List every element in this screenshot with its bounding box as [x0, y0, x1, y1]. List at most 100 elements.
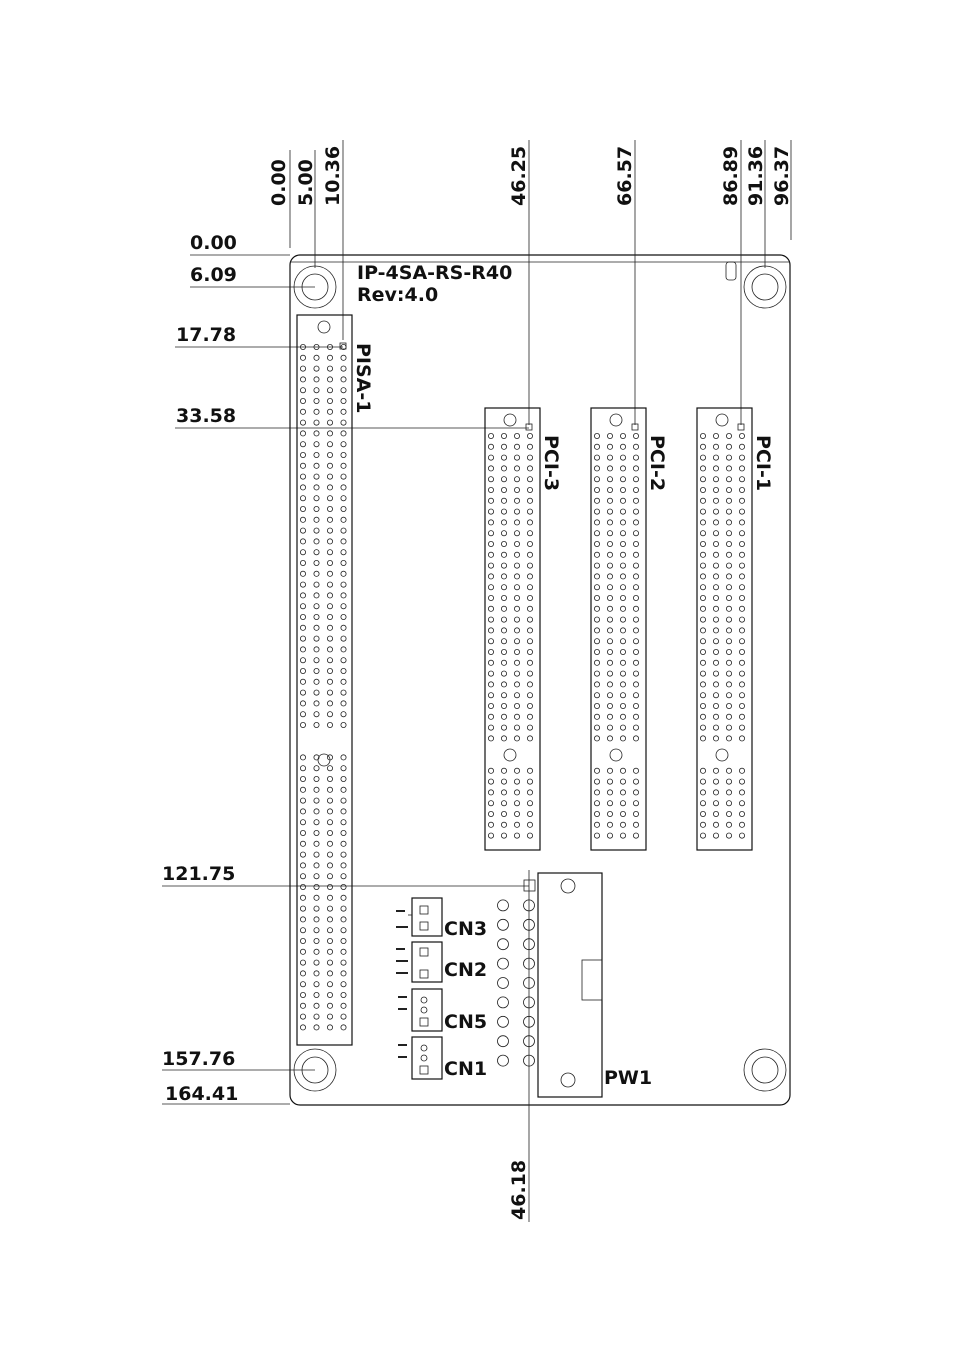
- pin: [313, 894, 320, 901]
- pin: [514, 616, 521, 623]
- pin: [700, 497, 707, 504]
- pin: [700, 476, 707, 483]
- pin: [527, 649, 534, 656]
- pin: [299, 840, 306, 847]
- pin: [313, 1024, 320, 1031]
- pin: [607, 443, 614, 450]
- pin: [514, 713, 521, 720]
- pin: [326, 408, 333, 415]
- pin: [739, 454, 746, 461]
- pin: [633, 541, 640, 548]
- pin: [607, 497, 614, 504]
- pin: [739, 659, 746, 666]
- pin: [326, 819, 333, 826]
- pin: [340, 516, 347, 523]
- pin: [299, 884, 306, 891]
- pin: [313, 419, 320, 426]
- pin: [713, 541, 720, 548]
- pin: [326, 711, 333, 718]
- pin: [487, 573, 494, 580]
- pin: [620, 454, 627, 461]
- pin: [700, 789, 707, 796]
- top-dim-5: 86.89: [720, 146, 742, 206]
- pin: [726, 584, 733, 591]
- pin: [713, 508, 720, 515]
- pin: [633, 832, 640, 839]
- pin: [340, 614, 347, 621]
- pin: [299, 570, 306, 577]
- pin: [620, 486, 627, 493]
- pin: [340, 419, 347, 426]
- pin: [726, 508, 733, 515]
- pin: [500, 454, 507, 461]
- pin: [340, 560, 347, 567]
- pin: [514, 562, 521, 569]
- pin: [340, 819, 347, 826]
- pin: [713, 551, 720, 558]
- pin: [340, 905, 347, 912]
- pin: [487, 638, 494, 645]
- pin: [607, 605, 614, 612]
- pin: [299, 538, 306, 545]
- pin: [326, 516, 333, 523]
- pin: [620, 595, 627, 602]
- pin: [739, 800, 746, 807]
- pin: [340, 776, 347, 783]
- pin: [594, 573, 601, 580]
- pin: [739, 551, 746, 558]
- pin: [299, 700, 306, 707]
- pin: [313, 624, 320, 631]
- pin: [340, 786, 347, 793]
- pin: [500, 821, 507, 828]
- pin: [313, 927, 320, 934]
- pin: [527, 562, 534, 569]
- pin: [299, 894, 306, 901]
- pin: [633, 778, 640, 785]
- pci2-pin-grid: [594, 432, 640, 839]
- pin: [326, 916, 333, 923]
- pin: [340, 603, 347, 610]
- top-dim-4: 66.57: [614, 146, 636, 206]
- pin: [514, 724, 521, 731]
- pin: [326, 927, 333, 934]
- pin: [514, 832, 521, 839]
- pin: [726, 573, 733, 580]
- pin: [713, 821, 720, 828]
- cn-pin-marks: [396, 910, 408, 1058]
- pin: [340, 711, 347, 718]
- pin: [313, 873, 320, 880]
- pin: [633, 670, 640, 677]
- pin: [594, 508, 601, 515]
- pin: [500, 659, 507, 666]
- pin: [700, 649, 707, 656]
- pci2-slot: [590, 407, 647, 851]
- pin: [299, 668, 306, 675]
- pin: [313, 905, 320, 912]
- cn5-connector: [411, 988, 443, 1032]
- pin: [340, 624, 347, 631]
- pin: [620, 476, 627, 483]
- pin: [500, 724, 507, 731]
- pin: [633, 497, 640, 504]
- pin: [326, 538, 333, 545]
- pin: [340, 948, 347, 955]
- pin: [313, 808, 320, 815]
- pin: [514, 443, 521, 450]
- pin: [700, 530, 707, 537]
- pin: [299, 549, 306, 556]
- pin: [487, 584, 494, 591]
- pin: [340, 894, 347, 901]
- pin: [514, 541, 521, 548]
- pin: [500, 638, 507, 645]
- pin: [739, 778, 746, 785]
- pin: [487, 778, 494, 785]
- pin: [594, 649, 601, 656]
- pin: [313, 948, 320, 955]
- pin: [527, 486, 534, 493]
- pin: [514, 767, 521, 774]
- pin: [527, 595, 534, 602]
- pin: [313, 689, 320, 696]
- cn5-label: CN5: [444, 1011, 487, 1033]
- pin: [726, 767, 733, 774]
